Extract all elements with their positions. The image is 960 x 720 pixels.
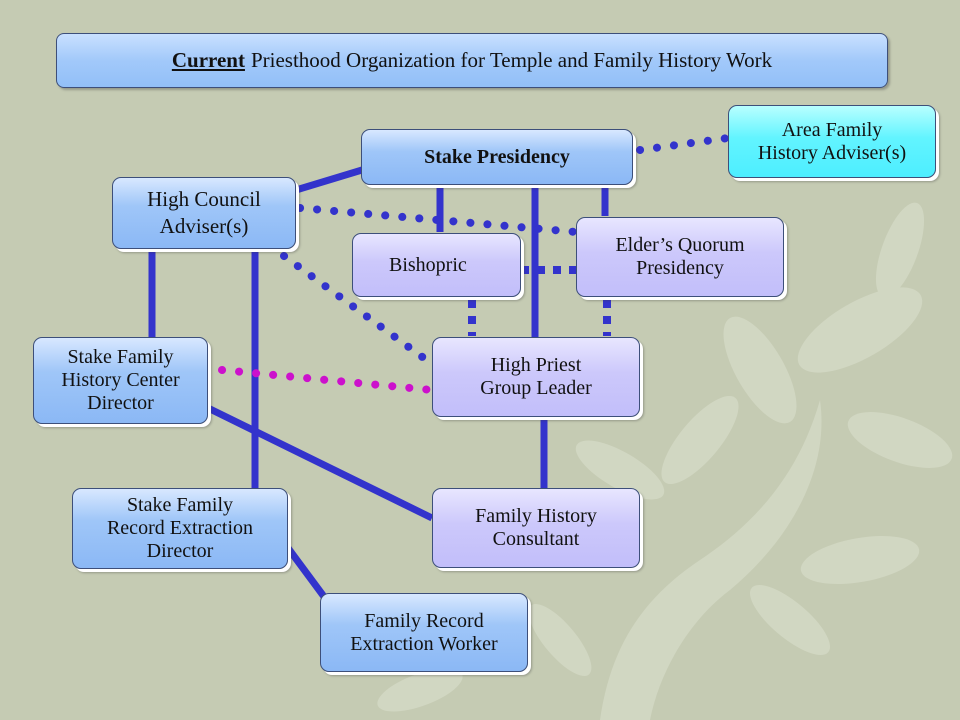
bishopric-box: Bishopric: [352, 233, 521, 297]
box-line: Consultant: [492, 528, 580, 550]
box-line: High Council: [147, 187, 261, 211]
family-record-extraction-worker-box: Family Record Extraction Worker: [320, 593, 528, 672]
box-line: Record Extraction: [106, 517, 254, 539]
title-emphasis: Current: [171, 48, 245, 72]
box-line: Director: [87, 392, 154, 414]
stake-family-record-extraction-director-box: Stake Family Record Extraction Director: [72, 488, 288, 569]
box-line: Family History: [475, 505, 597, 527]
family-history-consultant-box: Family History Consultant: [432, 488, 640, 568]
box-line: Family Record: [364, 609, 484, 632]
area-family-history-adviser-box: Area Family History Adviser(s): [728, 105, 936, 178]
stake-presidency-box: Stake Presidency: [361, 129, 633, 185]
dotted-high-council-elders-quorum: [296, 204, 580, 236]
dotted-presidency-area-adviser: [636, 134, 732, 154]
title-text: Priesthood Organization for Temple and F…: [250, 48, 773, 72]
stake-family-history-center-director-box: Stake Family History Center Director: [33, 337, 208, 424]
box-line: Elder’s Quorum: [615, 234, 745, 256]
box-line: Extraction Worker: [350, 632, 498, 655]
box-line: Presidency: [636, 257, 724, 279]
box-line: Stake Family: [126, 494, 234, 516]
high-council-adviser-box: High Council Adviser(s): [112, 177, 296, 249]
dotted-fhc-director-hp-group-leader: [218, 366, 436, 394]
box-line: Stake Family: [67, 346, 174, 368]
box-line: Area Family: [781, 118, 883, 141]
box-line: History Adviser(s): [757, 141, 907, 164]
box-line: Adviser(s): [159, 214, 249, 238]
elders-quorum-presidency-box: Elder’s Quorum Presidency: [576, 217, 784, 297]
connector-presidency-high-council: [294, 166, 364, 194]
connector-extraction-director-worker: [285, 545, 328, 601]
box-line: High Priest: [490, 354, 582, 376]
connector-fhc-director-fh-consultant: [206, 404, 434, 522]
box-line: Director: [146, 540, 214, 562]
box-line: Bishopric: [389, 253, 467, 276]
box-line: Stake Presidency: [424, 145, 570, 168]
chart-title: Current Priesthood Organization for Temp…: [56, 33, 888, 88]
dotted-high-council-hp-group-leader: [280, 252, 436, 368]
high-priest-group-leader-box: High Priest Group Leader: [432, 337, 640, 417]
box-line: Group Leader: [480, 377, 592, 399]
box-line: History Center: [61, 369, 180, 391]
